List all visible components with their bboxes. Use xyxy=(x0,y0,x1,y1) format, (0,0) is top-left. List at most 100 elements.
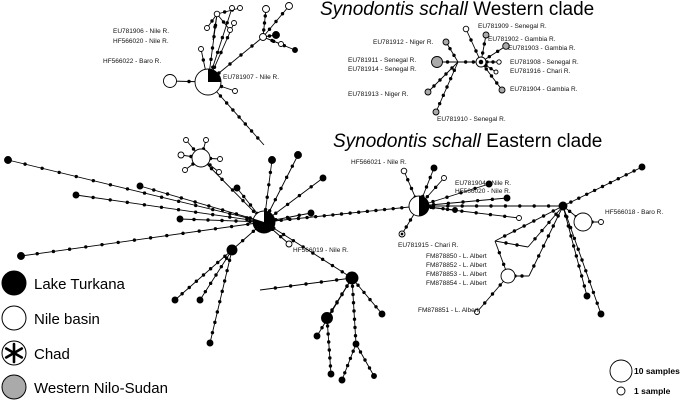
haplotype-node xyxy=(583,292,591,300)
mutation-step xyxy=(345,284,349,288)
mutation-step xyxy=(577,196,581,200)
haplotype-node xyxy=(378,310,386,318)
network-edge xyxy=(445,41,459,63)
haplotype-node xyxy=(285,2,293,10)
mutation-step xyxy=(263,14,267,18)
mutation-step xyxy=(256,136,260,140)
mutation-step xyxy=(279,218,283,222)
mutation-step xyxy=(533,237,537,241)
mutation-step xyxy=(220,177,224,182)
haplotype-node xyxy=(163,74,177,88)
mutation-step xyxy=(565,215,569,219)
mutation-step xyxy=(224,256,229,261)
mutation-step xyxy=(179,196,184,200)
mutation-step xyxy=(249,129,254,133)
node-label: HF566018 - Baro R. xyxy=(605,209,663,216)
node-label: EU781902 - Gambia R. xyxy=(488,36,556,43)
mutation-step xyxy=(501,262,506,267)
mutation-step xyxy=(288,217,292,222)
haplotype-node xyxy=(262,5,270,13)
haplotype-node xyxy=(231,20,237,26)
haplotype-pie-slice xyxy=(208,69,221,82)
mutation-step xyxy=(592,188,597,193)
mutation-step xyxy=(234,212,239,216)
network-edge xyxy=(494,240,529,248)
asterisk-icon xyxy=(4,342,24,364)
mutation-step xyxy=(192,217,196,222)
mutation-step xyxy=(503,214,507,218)
network-edge xyxy=(465,28,482,63)
mutation-step xyxy=(495,81,499,85)
mutation-step xyxy=(448,76,453,81)
mutation-step xyxy=(520,274,524,278)
haplotype-node xyxy=(204,25,210,31)
mutation-step xyxy=(285,215,290,220)
mutation-step xyxy=(460,204,464,208)
haplotype-node xyxy=(319,174,327,182)
mutation-step xyxy=(227,258,232,263)
western-clade-title: Synodontis schall Western clade xyxy=(320,0,594,20)
mutation-step xyxy=(194,203,198,208)
mutation-step xyxy=(365,209,370,214)
mutation-step xyxy=(352,309,356,313)
mutation-step xyxy=(125,200,129,205)
mutation-step xyxy=(350,284,355,288)
haplotype-node xyxy=(237,5,243,11)
mutation-step xyxy=(209,166,214,171)
mutation-step xyxy=(503,234,507,238)
mutation-step xyxy=(132,238,137,242)
mutation-step xyxy=(489,74,494,78)
mutation-step xyxy=(579,274,584,278)
mutation-step xyxy=(537,254,541,258)
haplotype-node xyxy=(516,215,522,221)
mutation-step xyxy=(489,66,493,71)
mutation-step xyxy=(459,191,463,195)
mutation-step xyxy=(219,264,224,269)
mutation-step xyxy=(328,364,333,368)
mutation-step xyxy=(203,289,208,294)
mutation-step xyxy=(218,94,223,98)
mutation-step xyxy=(487,54,492,59)
mutation-step xyxy=(228,215,232,219)
haplotype-node xyxy=(198,46,204,52)
mutation-step xyxy=(532,219,536,223)
mutation-step xyxy=(209,57,213,62)
mutation-step xyxy=(268,170,273,175)
node-label: EU781914 - Senegal R. xyxy=(348,66,417,73)
mutation-step xyxy=(108,198,112,202)
mutation-step xyxy=(309,185,313,189)
mutation-step xyxy=(191,147,196,151)
mutation-step xyxy=(471,60,476,64)
mutation-step xyxy=(546,234,551,238)
mutation-step xyxy=(208,281,213,286)
legend-label: Chad xyxy=(34,346,70,363)
mutation-step xyxy=(74,174,78,179)
network-edge xyxy=(351,277,383,315)
haplotype-node xyxy=(196,296,204,304)
mutation-step xyxy=(353,325,357,330)
mutation-step xyxy=(577,264,581,268)
mutation-step xyxy=(438,78,442,82)
haplotype-node xyxy=(272,31,280,39)
mutation-step xyxy=(246,222,250,226)
mutation-step xyxy=(541,244,546,248)
haplotype-node xyxy=(278,41,284,47)
haplotype-node xyxy=(424,88,432,96)
mutation-step xyxy=(231,108,235,112)
legend-label: Lake Turkana xyxy=(34,276,126,293)
western-clade-labels: EU781909 - Senegal R. EU781912 - Niger R… xyxy=(348,23,579,123)
network-edge xyxy=(209,249,233,344)
mutation-step xyxy=(512,229,517,233)
mutation-step xyxy=(225,36,230,40)
mutation-step xyxy=(320,257,325,262)
mutation-step xyxy=(242,194,246,199)
mutation-step xyxy=(584,269,588,273)
haplotype-node xyxy=(441,175,447,181)
haplotype-node xyxy=(558,201,568,211)
mutation-step xyxy=(194,279,199,283)
mutation-step xyxy=(100,242,104,247)
mutation-step xyxy=(587,279,592,284)
haplotype-node xyxy=(498,86,506,94)
haplotype-node xyxy=(233,184,241,192)
mutation-step xyxy=(285,202,290,207)
